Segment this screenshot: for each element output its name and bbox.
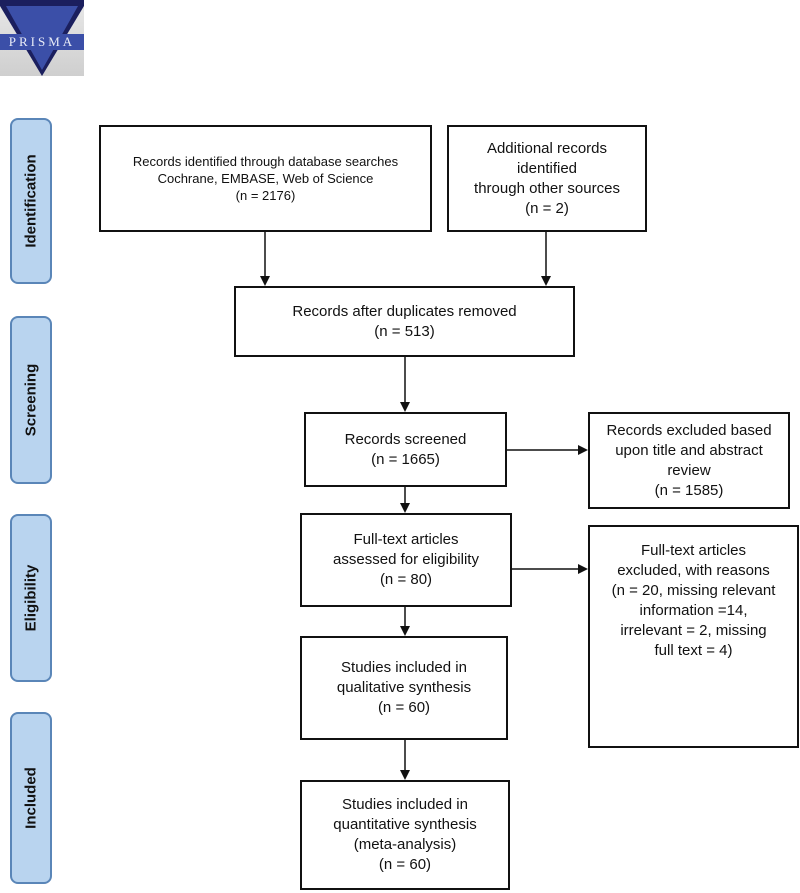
phase-included: Included	[10, 712, 52, 884]
box-qualitative-synthesis: Studies included in qualitative synthesi…	[300, 636, 508, 740]
box-other-sources: Additional records identified through ot…	[447, 125, 647, 232]
box-quantitative-synthesis: Studies included in quantitative synthes…	[300, 780, 510, 890]
box-database-search: Records identified through database sear…	[99, 125, 432, 232]
box-records-excluded: Records excluded based upon title and ab…	[588, 412, 790, 509]
prisma-logo: PRISMA	[0, 0, 84, 76]
prisma-logo-text: PRISMA	[0, 34, 84, 50]
box-fulltext-assessed: Full-text articles assessed for eligibil…	[300, 513, 512, 607]
box-records-screened: Records screened (n = 1665)	[304, 412, 507, 487]
phase-screening: Screening	[10, 316, 52, 484]
phase-eligibility: Eligibility	[10, 514, 52, 682]
phase-identification: Identification	[10, 118, 52, 284]
box-after-duplicates: Records after duplicates removed (n = 51…	[234, 286, 575, 357]
box-fulltext-excluded: Full-text articles excluded, with reason…	[588, 525, 799, 748]
